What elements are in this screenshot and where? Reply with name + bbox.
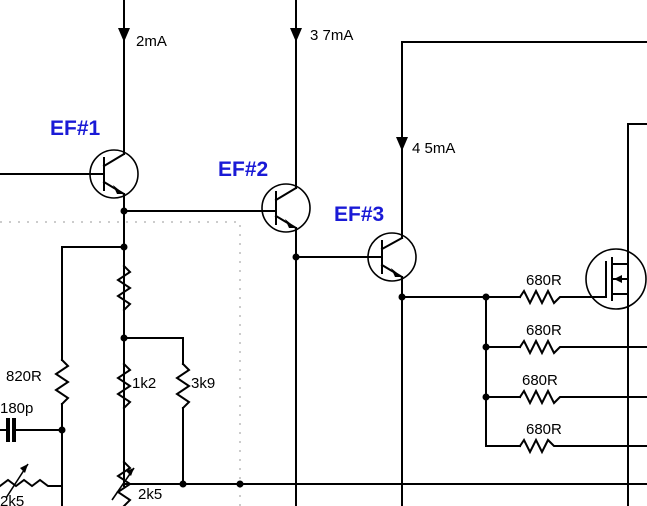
dotted-boundary [0, 221, 241, 506]
ef2-label: EF#2 [218, 158, 268, 181]
current-label-1: 2mA [136, 33, 167, 50]
mosfet-symbol [585, 248, 647, 310]
trimmer-label-left: 2k5 [0, 493, 24, 506]
capacitor-label-180p: 180p [0, 400, 33, 417]
resistor-label-820r: 820R [6, 368, 42, 385]
resistor-label-680r-4: 680R [526, 421, 562, 438]
current-arrow-2 [290, 28, 302, 42]
ef1-label: EF#1 [50, 117, 101, 140]
resistor-label-3k9: 3k9 [191, 375, 215, 392]
ef2-stage [261, 0, 373, 506]
resistor-label-1k2: 1k2 [132, 375, 156, 392]
output-ladder [482, 123, 647, 506]
trimmer-label-2k5: 2k5 [138, 486, 162, 503]
resistor-label-680r-3: 680R [522, 372, 558, 389]
current-label-2: 3 7mA [310, 27, 353, 44]
current-label-3: 4 5mA [412, 140, 455, 157]
ef3-stage [367, 41, 647, 506]
current-arrow-1 [118, 28, 130, 42]
resistor-label-680r-2: 680R [526, 322, 562, 339]
resistor-label-680r-1: 680R [526, 272, 562, 289]
ef3-label: EF#3 [334, 203, 384, 226]
current-arrow-3 [396, 137, 408, 151]
